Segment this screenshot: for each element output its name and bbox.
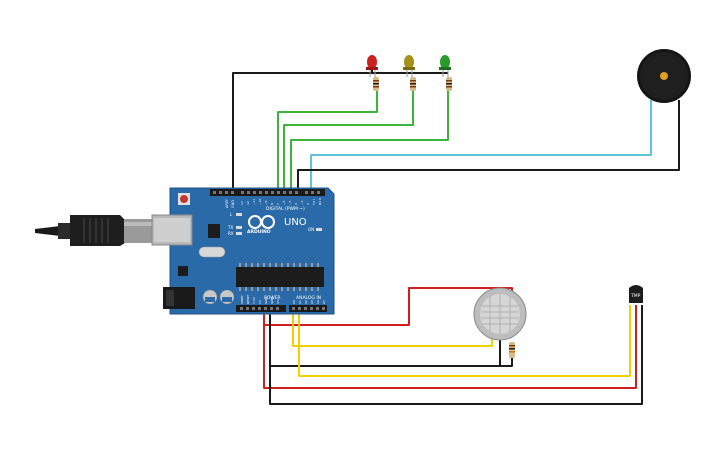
board-tx-label: TX [227,225,233,230]
led-green-assembly[interactable] [439,55,452,91]
temperature-sensor[interactable]: TMP [629,285,643,303]
pin-label: ~5 [288,200,292,205]
buzzer-center [660,72,668,80]
board-logo-text: ARDUINO [247,229,271,235]
board-gnd-label: GND [231,200,235,208]
wires [232,68,680,405]
board-analog-label: ANALOG IN [296,295,321,301]
pin-label: 4 [294,203,298,205]
pin-label: ~11 [252,199,256,205]
wire-buzzer-ground[interactable] [297,100,680,190]
pin-label: 5V [258,299,262,304]
led-yellow[interactable] [404,55,414,69]
pin-label: ~6 [282,200,286,205]
pin-label: ~10 [258,199,262,205]
gas-sensor-resistor [509,342,515,358]
board-digital-label: DIGITAL (PWM ~) [266,206,305,212]
pin-label: A2 [304,300,308,304]
pin-label: 2 [306,203,310,205]
gas-sensor[interactable] [473,287,527,358]
wire-led-red-signal[interactable] [277,90,378,190]
usb-cable[interactable] [35,215,154,246]
pin-label: A5 [322,300,326,304]
wire-5v-temp-sensor[interactable] [263,305,637,389]
pin-label: 12 [246,201,250,205]
arduino-infinity-logo [248,215,275,229]
arduino-uno-board[interactable]: AREF GND DIGITAL (PWM ~) L TX RX ON UNO … [151,187,335,315]
pin-label: IOREF [240,295,244,304]
board-on-label: ON [308,227,314,232]
pin-label: 7 [276,203,280,205]
board-aref-label: AREF [225,199,229,208]
board-model-label: UNO [284,217,307,228]
pin-label: GND [264,296,268,304]
pin-label: RX 0 [318,198,322,205]
pin-label: RESET [246,294,250,304]
led-yellow-assembly[interactable] [403,55,416,91]
board-rx-label: RX [228,231,234,236]
pin-label: A1 [298,300,302,304]
board-led-rx [236,232,242,235]
pin-label: 8 [270,203,274,205]
led-red-assembly[interactable] [366,55,379,91]
pin-label: 13 [240,201,244,205]
board-power-label: POWER [264,295,281,301]
wire-gnd-gas-sensor[interactable] [269,308,501,367]
atmega-chip [236,267,324,287]
wire-buzzer-signal[interactable] [310,100,652,190]
crystal [198,246,226,258]
temp-sensor-label: TMP [630,293,641,299]
led-red[interactable] [367,55,377,69]
board-led-on [316,228,322,231]
led-green[interactable] [440,55,450,69]
analog-header [289,305,327,312]
pin-label: ~9 [264,200,268,205]
pin-label: Vin [276,299,280,304]
pin-label: A3 [310,300,314,304]
pin-label: GND [270,296,274,304]
board-led-l [236,213,242,216]
piezo-buzzer[interactable] [637,49,691,103]
pin-label: A4 [316,300,320,304]
pin-label: TX 1 [312,198,316,206]
pin-label: A0 [292,300,296,304]
wire-led-green-signal[interactable] [290,90,449,190]
wire-led-yellow-signal[interactable] [283,90,414,190]
wire-gnd-temp-sensor[interactable] [269,305,643,405]
wire-a1-temp-sensor[interactable] [298,305,631,377]
pin-label: ~3 [300,200,304,205]
board-led-tx [236,226,242,229]
pin-label: 3.3V [252,296,256,304]
wire-a0-gas-sensor[interactable] [292,308,493,347]
wire-gas-resistor-ground[interactable] [500,358,513,367]
wire-led-ground[interactable] [232,68,373,190]
board-l-label: L [230,212,233,217]
